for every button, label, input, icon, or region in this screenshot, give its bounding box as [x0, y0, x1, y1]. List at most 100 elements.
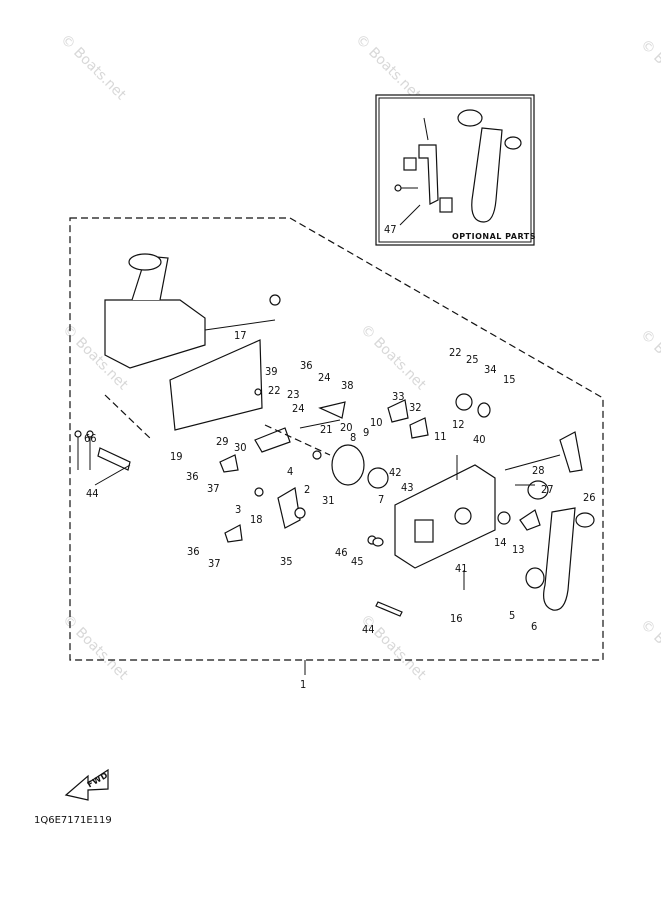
- throttle-link: [204, 319, 276, 331]
- leader-44: [94, 464, 131, 486]
- leader-housing: [104, 394, 153, 441]
- control-housing-bottom: [367, 455, 541, 617]
- optional-parts-label: OPTIONAL PARTS: [452, 232, 536, 241]
- watermark: © Boats.net: [637, 617, 661, 689]
- callout-30: 30: [234, 441, 247, 454]
- callout-29: 29: [216, 435, 229, 448]
- nut-3: [254, 487, 264, 497]
- optional-frame-outer: [375, 94, 535, 246]
- callout-31: 31: [322, 494, 335, 507]
- detent-13: [519, 509, 541, 531]
- callout-28: 28: [532, 464, 545, 477]
- leader-center: [264, 424, 331, 456]
- screw-44-lower: [375, 601, 403, 617]
- control-housing-top: [104, 253, 281, 441]
- housing-top-body: [104, 299, 206, 369]
- callout-44: 44: [362, 623, 375, 636]
- callout-34: 34: [484, 363, 497, 376]
- optional-frame-inner: [378, 97, 532, 243]
- callout-41: 41: [455, 562, 468, 575]
- washer-2: [294, 507, 306, 519]
- housing-gear: [454, 507, 472, 525]
- washer-5: [525, 567, 545, 589]
- lever-arm-6: [543, 507, 576, 611]
- callout-16: 16: [450, 612, 463, 625]
- callout-47: 47: [384, 223, 397, 236]
- callout-3: 3: [235, 503, 241, 516]
- callout-39: 39: [265, 365, 278, 378]
- bracket-upper-right: [559, 431, 583, 473]
- lever-35: [277, 487, 301, 529]
- callout-14: 14: [494, 536, 507, 549]
- washer-15: [477, 402, 491, 418]
- callout-36: 36: [186, 470, 199, 483]
- optional-switch: [403, 157, 417, 171]
- callout-36: 36: [300, 359, 313, 372]
- watermark: © Boats.net: [57, 32, 129, 104]
- nut-4: [312, 450, 322, 460]
- callout-19: 19: [170, 450, 183, 463]
- collar-66: [97, 447, 131, 471]
- watermark: © Boats.net: [637, 327, 661, 399]
- optional-cap: [504, 136, 522, 150]
- callout-26: 26: [583, 491, 596, 504]
- optional-spring: [423, 117, 429, 141]
- callout-5: 5: [509, 609, 515, 622]
- callout-37: 37: [207, 482, 220, 495]
- callout-42: 42: [389, 466, 402, 479]
- callout-2: 2: [304, 483, 310, 496]
- callout-22: 22: [449, 346, 462, 359]
- side-cover-plate: [169, 339, 263, 431]
- callout-24: 24: [292, 402, 305, 415]
- callout-7: 7: [378, 493, 384, 506]
- center-mechanism: [219, 388, 491, 543]
- callout-38: 38: [341, 379, 354, 392]
- optional-screw: [394, 184, 402, 192]
- callout-11: 11: [434, 430, 447, 443]
- optional-leader-47: [399, 204, 421, 226]
- washer-14: [497, 511, 511, 525]
- optional-bracket: [418, 144, 439, 205]
- housing-top-knob: [128, 253, 162, 271]
- link-right: [504, 454, 561, 471]
- callout-46: 46: [335, 546, 348, 559]
- callout-1: 1: [300, 678, 306, 691]
- plate-12: [409, 417, 429, 439]
- callout-37: 37: [208, 557, 221, 570]
- watermark: © Boats.net: [637, 37, 661, 109]
- bolts-44-left: [74, 430, 131, 486]
- cam-31: [331, 444, 365, 486]
- callout-24: 24: [318, 371, 331, 384]
- callout-22: 22: [268, 384, 281, 397]
- optional-lever-knob: [457, 109, 483, 127]
- bracket-38: [318, 401, 346, 419]
- callout-32: 32: [409, 401, 422, 414]
- callout-10: 10: [370, 416, 383, 429]
- clip-37-lower: [224, 524, 243, 543]
- fwd-arrow-shape: [64, 768, 109, 801]
- callout-15: 15: [503, 373, 516, 386]
- watermark: © Boats.net: [357, 322, 429, 394]
- fwd-arrow: FWD: [64, 768, 110, 801]
- callout-27: 27: [541, 483, 554, 496]
- callout-43: 43: [401, 481, 414, 494]
- clip-37-upper: [219, 454, 239, 473]
- callout-8: 8: [350, 431, 356, 444]
- callout-4: 4: [287, 465, 293, 478]
- callout-35: 35: [280, 555, 293, 568]
- callout-17: 17: [234, 329, 247, 342]
- callout-44: 44: [86, 487, 99, 500]
- callout-21: 21: [320, 423, 333, 436]
- callout-20: 20: [340, 421, 353, 434]
- link-ball: [269, 294, 281, 306]
- diagram-code: 1Q6E7171E119: [34, 815, 112, 826]
- callout-33: 33: [392, 390, 405, 403]
- callout-66: 66: [84, 432, 97, 445]
- optional-lever-arm: [471, 127, 503, 223]
- bolt-head: [74, 430, 82, 438]
- callout-18: 18: [250, 513, 263, 526]
- rod-21: [299, 419, 341, 429]
- washer-7: [367, 467, 389, 489]
- cap-26: [575, 512, 595, 528]
